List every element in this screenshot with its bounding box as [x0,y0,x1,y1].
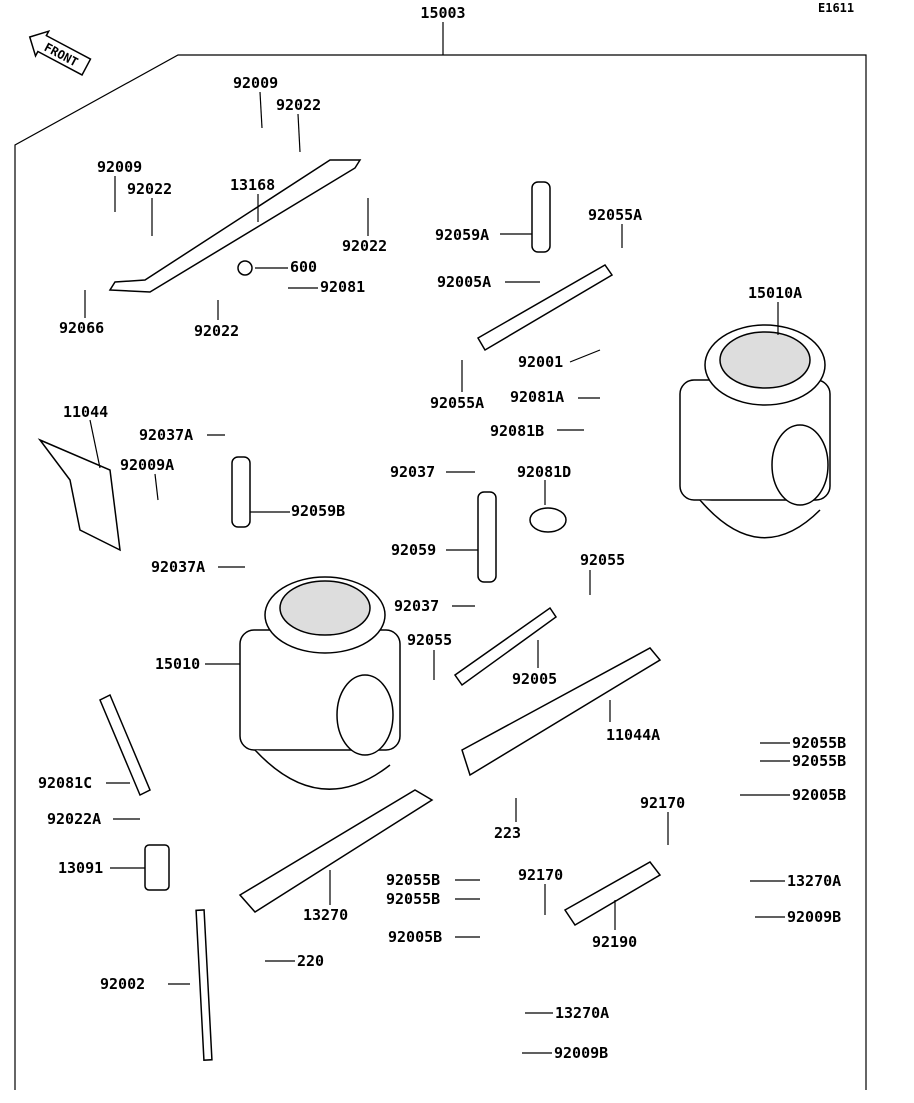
part-number-label: 13270 [303,906,348,924]
part-number-label: 15010A [748,284,802,302]
part-number-label: 92066 [59,319,104,337]
part-number-label: 15010 [155,655,200,673]
part-number-label: 92081B [490,422,544,440]
hose-92059 [477,491,497,583]
leader-line [297,113,301,153]
part-number-label: 92037A [139,426,193,444]
front-arrow-icon: FRONT [28,29,92,76]
part-number-label: 92055B [792,752,846,770]
part-number-label: 92005B [388,928,442,946]
part-number-label: 92081C [38,774,92,792]
part-number-label: 11044 [63,403,108,421]
part-number-label: 92022 [342,237,387,255]
part-number-label: 92005B [792,786,846,804]
part-number-label: 600 [290,258,317,276]
part-number-label: 92037 [390,463,435,481]
pipe-92005 [453,606,558,687]
bracket-13168 [108,159,362,293]
part-number-label: 92037A [151,558,205,576]
part-number-label: 92170 [640,794,685,812]
ball-600 [237,260,253,276]
leader-line [259,91,263,129]
part-number-label: 92190 [592,933,637,951]
part-number-label: 92005A [437,273,491,291]
part-number-label: 223 [494,824,521,842]
bracket-11044 [37,438,121,552]
part-13091 [144,844,170,891]
pipe-92005a [476,264,614,352]
part-number-label: 92009B [787,908,841,926]
part-number-label: 92055 [580,551,625,569]
part-number-label: 92059 [391,541,436,559]
part-number-label: 92055 [407,631,452,649]
part-number-label: 92009 [97,158,142,176]
part-number-label: 92055A [430,394,484,412]
part-number-label: 13168 [230,176,275,194]
part-number-label: 92081A [510,388,564,406]
hose-92059a [531,181,551,253]
part-number-label: 220 [297,952,324,970]
hose-92059b [231,456,251,528]
part-number-label: 92005 [512,670,557,688]
plate-13270 [238,789,434,913]
part-number-label: 13091 [58,859,103,877]
part-number-label: 92170 [518,866,563,884]
part-number-label: 92055B [792,734,846,752]
carburetor-15010a [679,324,831,539]
part-number-label: 92009B [554,1044,608,1062]
leader-line [89,419,101,469]
part-number-label: 92022A [47,810,101,828]
part-number-label: 11044A [606,726,660,744]
assembly-frame [14,54,867,1090]
part-number-label: 92081D [517,463,571,481]
part-number-label: 92081 [320,278,365,296]
leader-line [154,473,159,501]
part-number-label: 92001 [518,353,563,371]
spring-92081d [529,507,567,533]
part-number-label: 92059B [291,502,345,520]
part-number-label: 92022 [194,322,239,340]
carburetor-15010 [239,576,401,790]
part-number-label: 92022 [127,180,172,198]
part-number-label: 92002 [100,975,145,993]
part-number-label: 92055B [386,871,440,889]
part-number-label: 92055B [386,890,440,908]
leader-line [569,349,601,363]
screw-92002 [195,909,213,1061]
part-number-label: 92055A [588,206,642,224]
part-number-label: 92037 [394,597,439,615]
part-number-label: 92022 [276,96,321,114]
assembly-number: 15003 [420,4,465,22]
plate-11044a [461,647,662,777]
part-number-label: 13270A [555,1004,609,1022]
part-number-label: 92009A [120,456,174,474]
part-number-label: 92009 [233,74,278,92]
part-number-label: 13270A [787,872,841,890]
diagram-code: E1611 [818,1,854,15]
hose-92190 [563,861,662,927]
spring-92081c [99,693,151,797]
part-number-label: 92059A [435,226,489,244]
